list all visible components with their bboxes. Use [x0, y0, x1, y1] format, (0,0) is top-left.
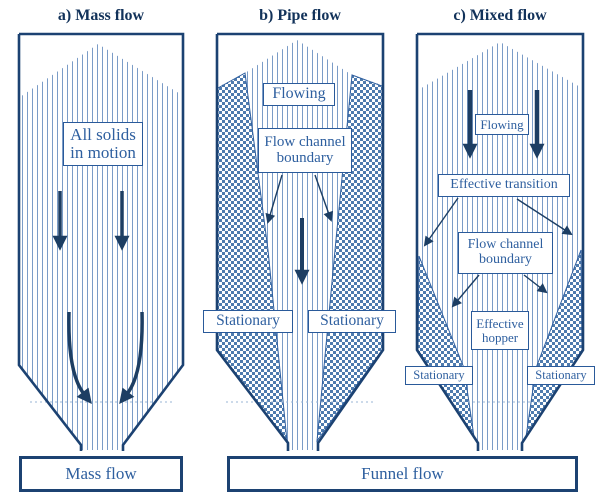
pointer-arrows-c: [423, 197, 573, 308]
label-all-solids-in-motion: All solids in motion: [63, 122, 143, 166]
down-arrows-straight-a: [52, 191, 130, 251]
label-stationary-right-c: Stationary: [527, 366, 595, 385]
label-flow-channel-boundary-b: Flow channel boundary: [258, 128, 352, 173]
label-line: boundary: [276, 149, 334, 166]
pointer-arrow-icon: [423, 197, 459, 247]
curved-arrow-icon: [119, 311, 144, 405]
pointer-arrow-icon: [523, 274, 548, 294]
label-line: boundary: [479, 252, 532, 267]
panel-a-title: a) Mass flow: [57, 7, 145, 24]
caption-mass-flow: Mass flow: [19, 456, 183, 492]
label-flowing-c: Flowing: [475, 114, 529, 135]
stationary-zone-right-b: [316, 74, 383, 443]
caption-text: Funnel flow: [361, 464, 444, 483]
panel-a-mass-flow: [17, 32, 185, 451]
label-line: in motion: [70, 143, 136, 162]
bin-outline-a: [17, 32, 185, 451]
pointer-arrow-icon: [265, 174, 283, 224]
label-line: Flow channel: [264, 133, 346, 150]
label-flow-channel-boundary-c: Flow channel boundary: [458, 232, 553, 274]
panel-b-title: b) Pipe flow: [259, 7, 341, 24]
boundary-pointer-arrows-b: [265, 174, 334, 224]
label-line: Flow channel: [467, 237, 544, 253]
bin-outline-c: [415, 32, 585, 451]
curved-arrow-icon: [67, 311, 92, 405]
label-effective-transition: Effective transition: [438, 174, 570, 197]
label-effective-hopper: Effective hopper: [471, 311, 529, 350]
converging-arrows-a: [67, 311, 144, 405]
pointer-arrow-icon: [314, 174, 334, 222]
label-stationary-left-b: Stationary: [203, 310, 293, 333]
pointer-arrow-icon: [516, 198, 573, 236]
label-line: All solids: [70, 125, 136, 145]
label-line: hopper: [481, 329, 519, 345]
panel-c-title: c) Mixed flow: [453, 7, 547, 24]
label-flowing-b: Flowing: [263, 83, 335, 106]
caption-text: Mass flow: [65, 464, 137, 483]
pointer-arrow-icon: [451, 274, 480, 308]
bulk-solid-hatch-a: [20, 44, 182, 450]
label-line: Effective: [476, 315, 524, 331]
label-stationary-left-c: Stationary: [405, 366, 473, 385]
bin-outline-b: [215, 32, 385, 451]
label-stationary-right-b: Stationary: [308, 310, 396, 333]
caption-funnel-flow: Funnel flow: [227, 456, 578, 492]
flowing-thick-arrows-c: [462, 90, 545, 159]
